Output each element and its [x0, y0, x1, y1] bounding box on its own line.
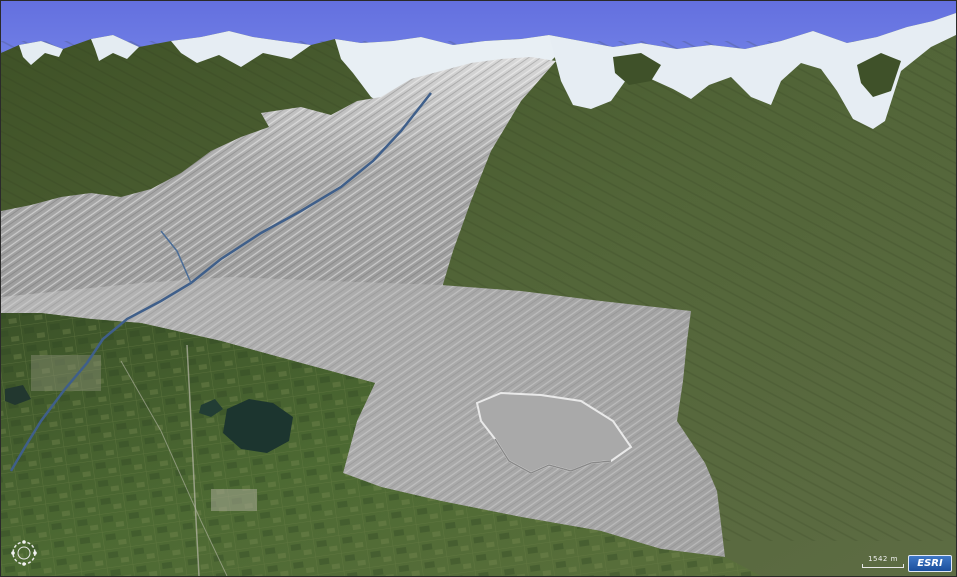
dark-ridge-right — [857, 53, 901, 97]
river — [9, 92, 432, 472]
relief-texture — [1, 57, 556, 303]
lake-small — [199, 399, 223, 417]
urban-area-2 — [211, 489, 257, 511]
navigation-ring-icon[interactable] — [9, 538, 39, 568]
esri-logo[interactable]: ESRI — [908, 555, 952, 572]
snowfield-left — [19, 41, 63, 65]
dark-peak-island — [613, 53, 661, 85]
lake-left — [5, 385, 31, 405]
farm-fields — [1, 313, 761, 576]
scale-label: 1542 m — [868, 555, 898, 563]
road — [120, 360, 228, 576]
plain-texture — [1, 277, 725, 557]
scale-line — [862, 564, 904, 568]
scale-bar: 1542 m — [862, 555, 904, 570]
snowfield-left2 — [91, 35, 139, 61]
highway — [186, 344, 200, 576]
snowfield-right — [549, 13, 956, 129]
river-branch — [160, 230, 192, 284]
urban-area — [31, 355, 101, 391]
lake-large — [223, 399, 293, 453]
snowfield-ridge — [171, 31, 311, 67]
fan-shadow — [494, 438, 612, 474]
